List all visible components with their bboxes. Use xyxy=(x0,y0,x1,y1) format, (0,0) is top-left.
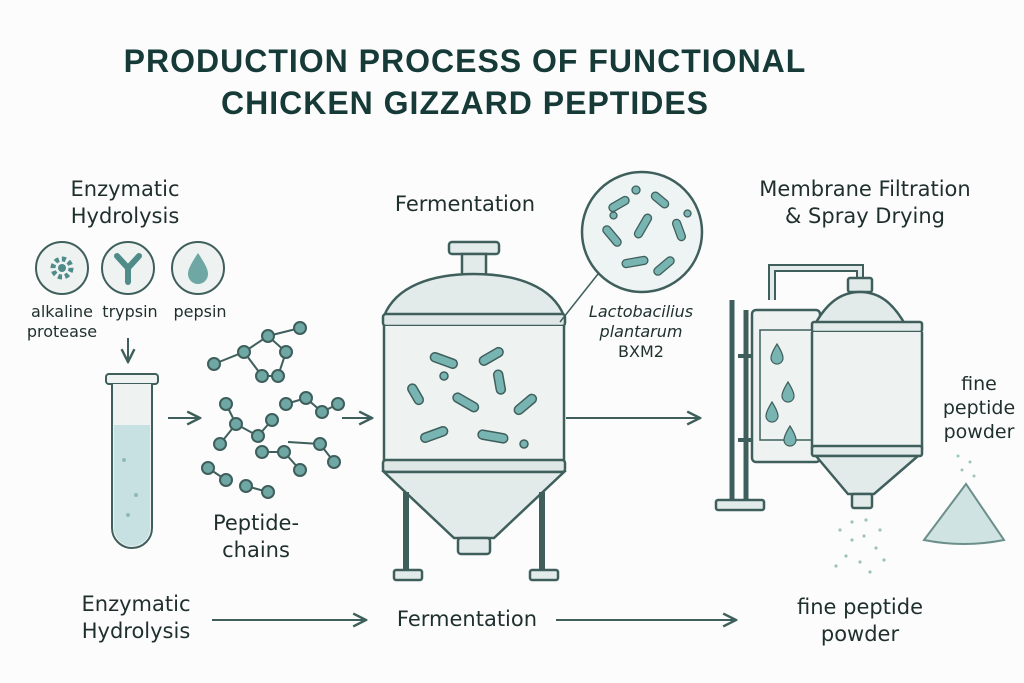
drop-icon xyxy=(171,241,225,295)
peptide-label-line-1: Peptide- xyxy=(212,511,300,535)
hydrolysis-heading-line-2: Hydrolysis xyxy=(70,204,180,228)
product-label: fine peptide powder xyxy=(936,372,1022,444)
fermentation-heading: Fermentation xyxy=(394,192,536,216)
bottom-step-hydrolysis: Enzymatic Hydrolysis xyxy=(56,591,216,645)
peptide-chains-label: Peptide- chains xyxy=(196,510,316,564)
bottom-step-1-line-1: Enzymatic xyxy=(81,592,191,616)
peptide-chains-icon xyxy=(201,321,345,499)
microscope-view xyxy=(559,170,704,323)
bottom-step-3-line-1: fine peptide xyxy=(796,595,924,619)
strain-label-line-3: BXM2 xyxy=(618,342,664,361)
y-shape-icon xyxy=(101,241,155,295)
bottom-step-3-line-2: powder xyxy=(820,622,900,646)
filtration-heading-line-2: & Spray Drying xyxy=(784,204,946,228)
hydrolysis-heading: Enzymatic Hydrolysis xyxy=(40,176,210,230)
product-label-line-3: powder xyxy=(943,421,1015,443)
hydrolysis-heading-line-1: Enzymatic xyxy=(70,177,180,201)
enzyme-label-alkaline-protease: alkaline protease xyxy=(24,302,100,342)
enzyme-label-line-2: protease xyxy=(26,322,98,341)
bottom-step-powder: fine peptide powder xyxy=(770,594,950,648)
strain-label-line-2: plantarum xyxy=(599,322,683,341)
enzyme-label-trypsin: trypsin xyxy=(102,302,158,321)
filtration-heading-line-1: Membrane Filtration xyxy=(759,177,971,201)
bacteria-in-tank xyxy=(407,346,538,449)
spray-particles xyxy=(834,518,886,574)
powder-pile xyxy=(922,454,1006,545)
title-line-1: PRODUCTION PROCESS OF FUNCTIONAL xyxy=(123,43,807,79)
peptide-label-line-2: chains xyxy=(222,538,290,562)
product-label-line-1: fine xyxy=(961,373,997,395)
enzyme-label-pepsin: pepsin xyxy=(173,302,227,321)
fermentation-tank xyxy=(380,240,568,582)
filtration-heading: Membrane Filtration & Spray Drying xyxy=(730,176,1000,230)
diagram-title: PRODUCTION PROCESS OF FUNCTIONAL CHICKEN… xyxy=(0,40,930,124)
strain-label-line-1: Lactobacilius xyxy=(588,302,694,321)
bottom-step-fermentation: Fermentation xyxy=(396,607,538,631)
product-label-line-2: peptide xyxy=(942,397,1016,419)
title-line-2: CHICKEN GIZZARD PEPTIDES xyxy=(220,85,710,121)
spray-dryer-unit xyxy=(714,264,924,512)
strain-label: Lactobacilius plantarum BXM2 xyxy=(566,302,716,362)
gear-icon xyxy=(35,241,89,295)
bottom-step-1-line-2: Hydrolysis xyxy=(81,619,191,643)
enzyme-label-line-1: alkaline xyxy=(31,302,93,321)
test-tube xyxy=(105,373,159,549)
